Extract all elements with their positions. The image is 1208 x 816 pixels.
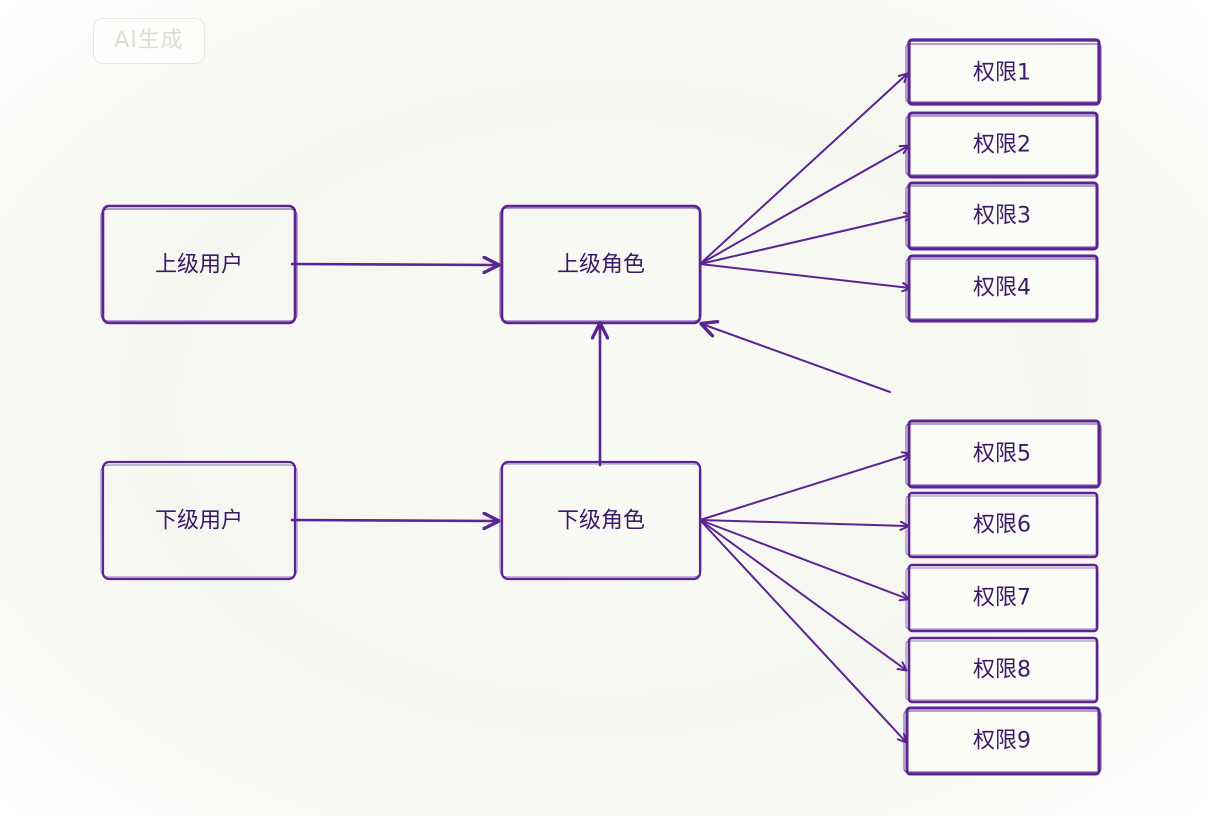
node-lower-user [100,460,298,581]
node-upper-role [499,204,702,325]
edge-lower-role-to-perm7 [699,519,908,599]
permission-box-8 [905,636,1099,704]
permission-box-5 [905,419,1102,489]
edge-lower-role-to-perm9 [699,519,906,742]
upper-user-label: 上级用户 [155,253,243,278]
node-lower-role [499,460,702,581]
permission-6-label: 权限6 [973,513,1031,538]
permission-box-1 [905,38,1102,106]
node-upper-user [100,204,298,325]
lower-role-label: 下级角色 [557,509,645,534]
permission-box-2 [905,111,1099,179]
permission-box-6 [905,491,1099,559]
permission-2-label: 权限2 [973,133,1031,158]
permission-3-label: 权限3 [973,204,1031,229]
edge-upper-role-to-perm1 [699,74,907,265]
lower-user-label: 下级用户 [155,509,243,534]
permission-4-label: 权限4 [973,276,1031,301]
permission-box-7 [905,563,1099,633]
edge-upper-role-to-perm4 [699,263,910,288]
upper-role-label: 上级角色 [557,253,645,278]
edge-lower-role-to-perm8 [699,519,906,670]
edge-upper-role-to-perm3 [699,215,912,265]
permission-box-9 [903,706,1102,776]
ai-generated-watermark: AI生成 [93,18,205,64]
permission-7-label: 权限7 [973,586,1031,611]
edge-upper-role-to-perm2 [699,146,908,265]
permission-1-label: 权限1 [973,61,1031,86]
permission-box-4 [905,254,1099,323]
permission-box-3 [905,181,1099,251]
edge-lower-user-to-lower-role [290,520,498,521]
edge-lower-role-to-perm6 [699,519,908,526]
edge-upper-user-to-upper-role [290,264,498,265]
edge-lower-role-to-perm5 [699,454,910,521]
edge-inherit-to-upper-role [702,324,891,393]
permission-9-label: 权限9 [973,729,1031,754]
permission-8-label: 权限8 [973,658,1031,683]
permission-5-label: 权限5 [973,442,1031,467]
